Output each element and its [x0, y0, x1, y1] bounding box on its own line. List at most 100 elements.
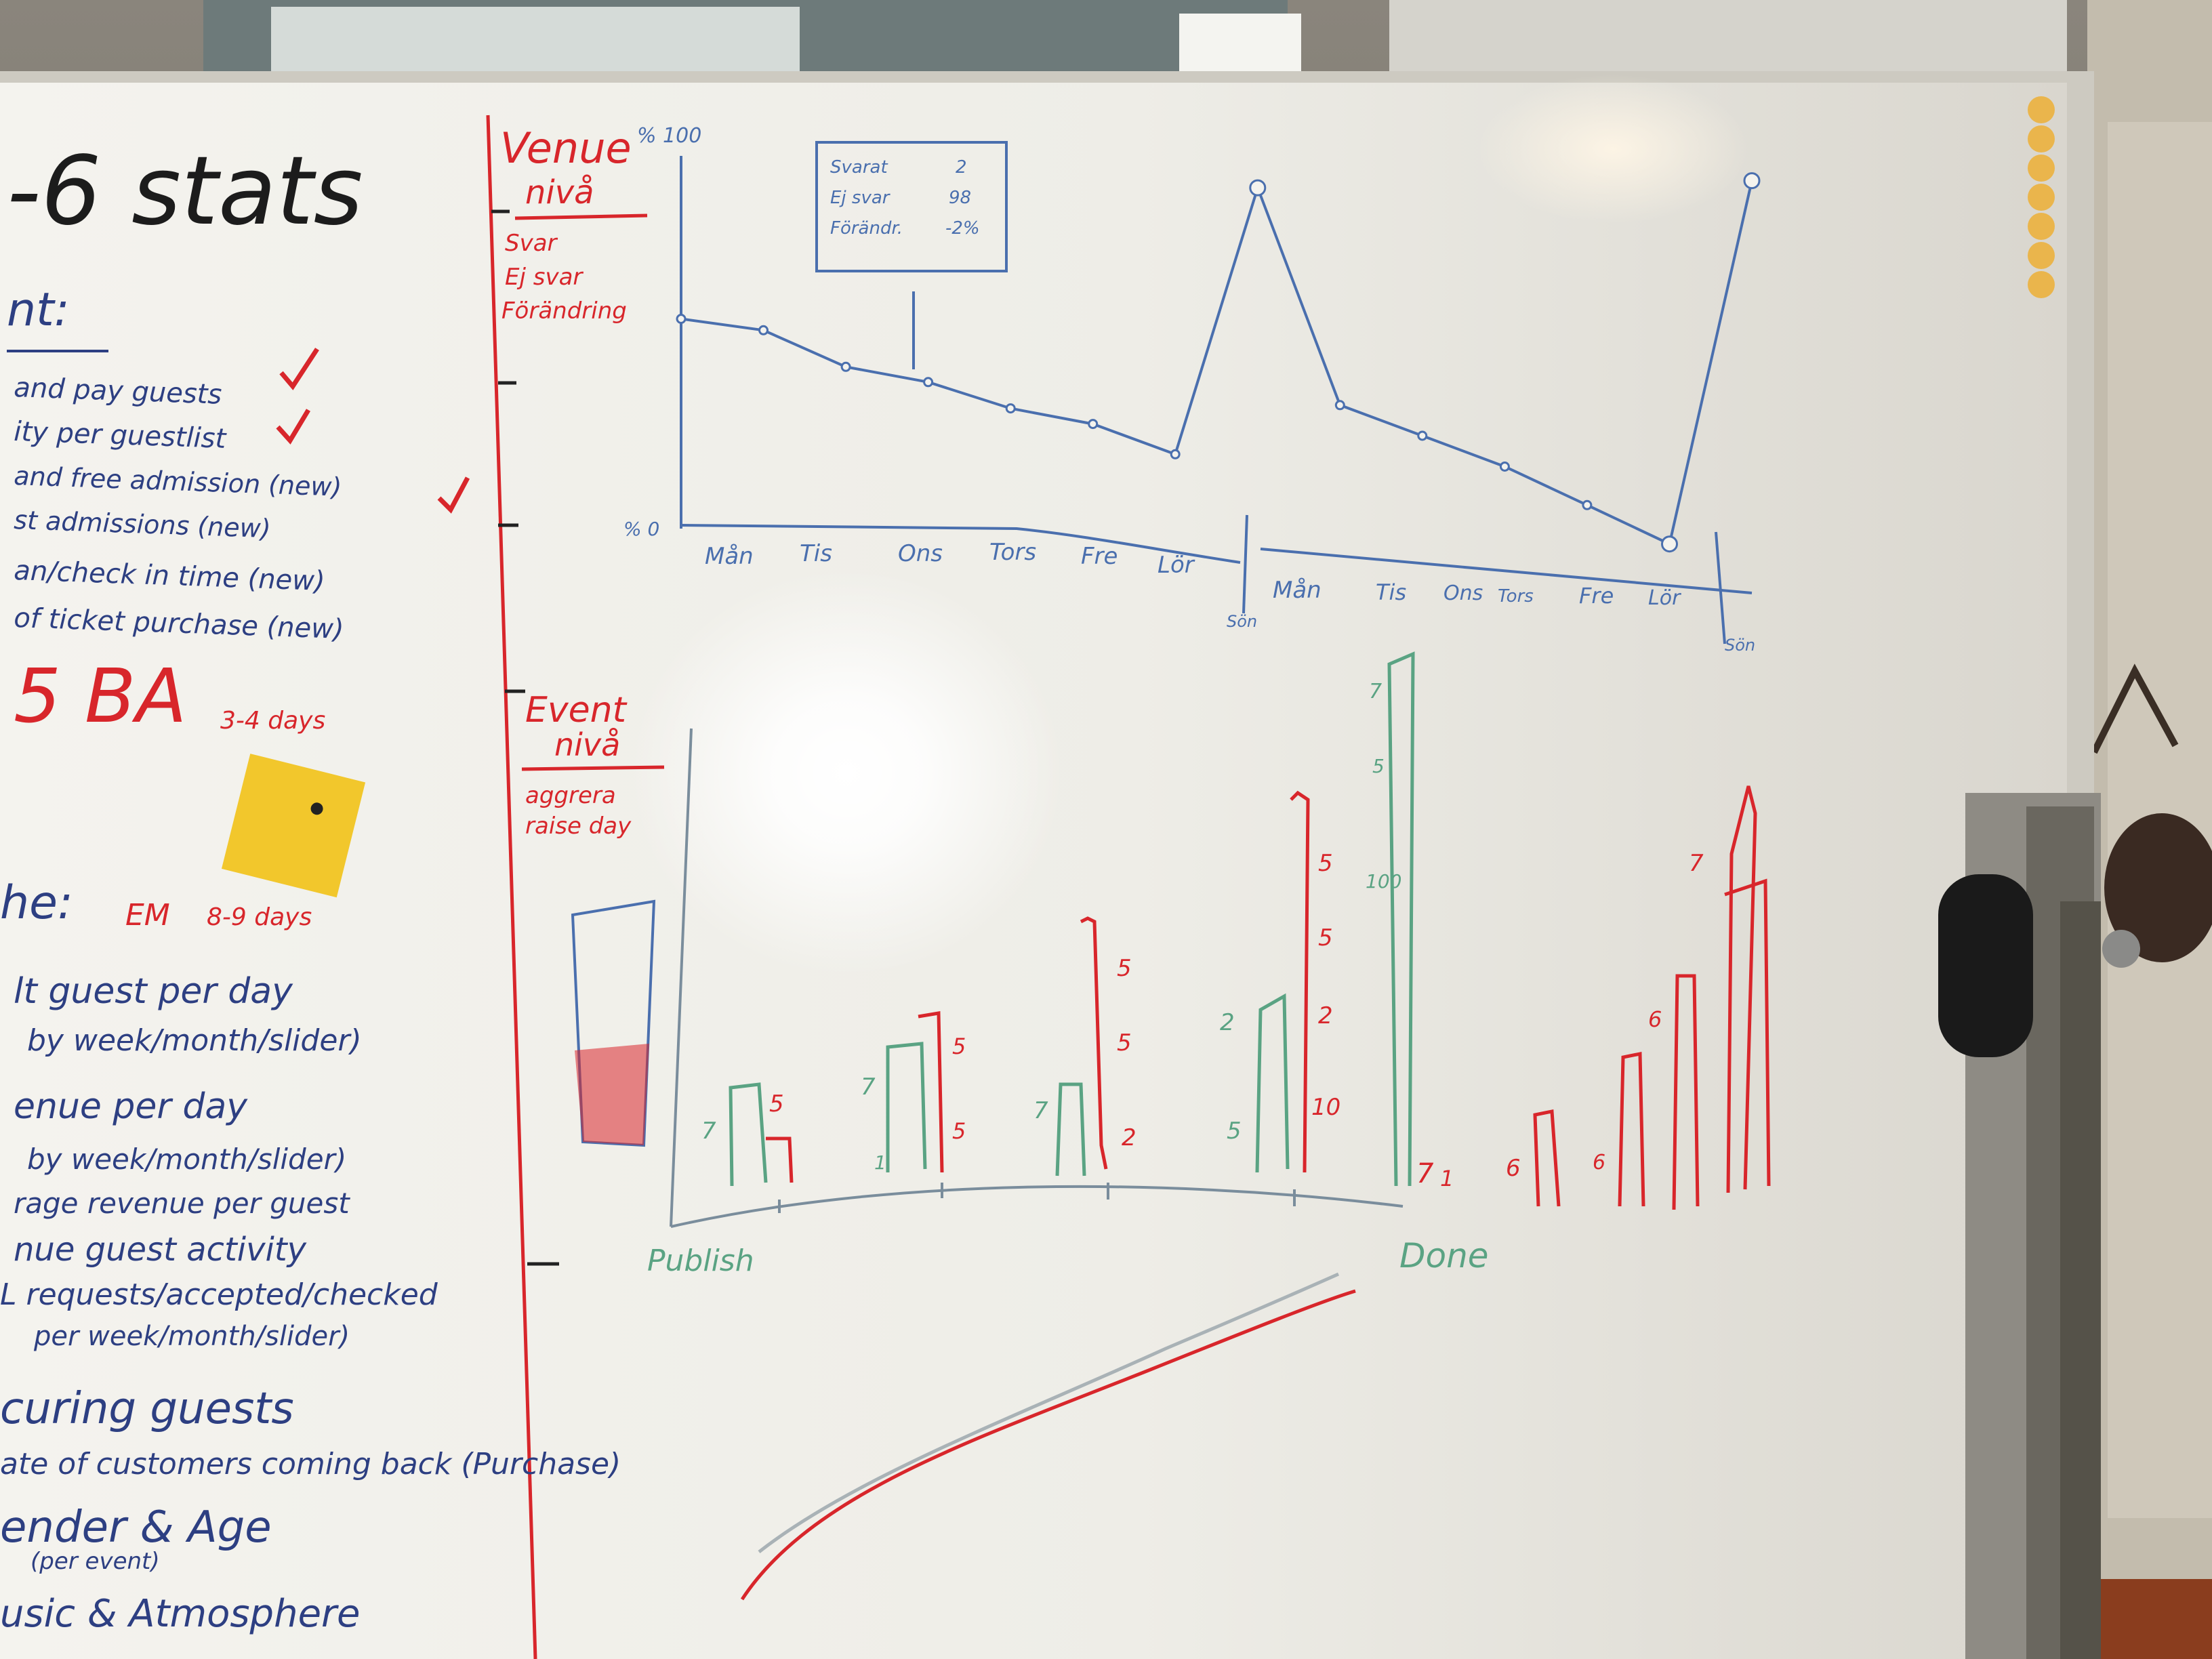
venue-data-point [1499, 462, 1510, 472]
venue-chart-axes [680, 156, 1753, 644]
bar-label: 10 [1311, 1094, 1340, 1121]
item2-line: usic & Atmosphere [0, 1592, 361, 1636]
estimate2-days: 8-9 days [207, 903, 312, 931]
bar-label: 6 [1593, 1151, 1605, 1174]
window-pane [1179, 14, 1301, 81]
bar-label: 5 [769, 1090, 784, 1118]
event-bar [1290, 790, 1310, 1173]
venue-legend-item: Förändring [501, 298, 627, 325]
bar-label: 5 [952, 1033, 966, 1059]
divider-ticks [491, 209, 559, 1266]
bar-label: 7 [1689, 850, 1704, 877]
checkmarks [276, 348, 470, 514]
venue-data-point [840, 361, 851, 372]
board-stand-post [2060, 901, 2101, 1659]
event-bar [1724, 878, 1771, 1187]
event-legend-item: raise day [525, 813, 632, 840]
board-clamp-knob [1938, 874, 2033, 1057]
x-tick-label: Fre [1579, 583, 1614, 609]
x-tick-label: Mån [705, 543, 754, 570]
venue-x-axis-labels: Mån Tis Ons Tors Fre Lör Mån Tis Ons Tor… [705, 539, 1755, 655]
section1-heading: nt: [7, 283, 70, 337]
x-tick-label: Tors [1498, 586, 1534, 607]
tooltip-value: -2% [945, 218, 980, 239]
item2-line: rage revenue per guest [14, 1187, 350, 1220]
x-tick-label: Tors [989, 539, 1036, 566]
venue-data-point [676, 314, 687, 324]
event-subtitle: nivå [554, 726, 620, 763]
venue-data-point [1661, 535, 1678, 553]
venue-title: Venue [500, 123, 632, 173]
event-chart-axes [670, 728, 1404, 1228]
bar-label: 5 [1372, 755, 1385, 777]
wall-upper [1389, 0, 2067, 85]
event-legend-bar-sketch [571, 899, 656, 1147]
tooltip-value: 98 [949, 188, 971, 208]
venue-legend-item: Svar [505, 230, 558, 257]
estimate1-label: 5 BA [14, 653, 187, 739]
item2-line: L requests/accepted/checked [0, 1277, 438, 1312]
bar-label: 100 [1366, 870, 1401, 893]
bar-label: 7 [701, 1118, 716, 1145]
venue-data-point [1582, 499, 1593, 510]
x-tick-label: Tis [1376, 579, 1406, 605]
x-tick-label: Lör [1648, 586, 1681, 610]
venue-data-point [1417, 430, 1428, 441]
item1-line: ity per guestlist [14, 416, 228, 455]
event-bar-labels: 7 5 7 5 5 7 1 2 5 5 5 2 10 5 2 5 5 7 100… [701, 680, 1704, 1191]
section2-heading: he: [0, 876, 73, 930]
sticky-note [221, 754, 366, 898]
event-section: Event nivå aggrera raise day Publish Don… [521, 651, 1771, 1278]
event-bar [1533, 1109, 1561, 1207]
week-marker: Sön [1227, 612, 1257, 631]
guitar-strap [2091, 663, 2179, 754]
venue-data-point [758, 325, 769, 335]
venue-data-point [1743, 172, 1761, 190]
item2-line: by week/month/slider) [27, 1023, 362, 1058]
x-tick-label: Ons [898, 540, 943, 567]
bar-label: 7 [1416, 1158, 1434, 1189]
event-bar [886, 1042, 927, 1172]
venue-tooltip: Svarat 2 Ej svar 98 Förändr. -2% [815, 141, 1008, 369]
tooltip-label: Ej svar [830, 188, 891, 208]
venue-data-point [1334, 400, 1345, 411]
venue-section: Venue nivå Svar Ej svar Förändring % 100… [500, 123, 1761, 655]
item2-line: curing guests [0, 1384, 294, 1434]
venue-line-chart [676, 172, 1761, 553]
item2-line: ender & Age [0, 1502, 272, 1553]
item2-line: per week/month/slider) [33, 1321, 350, 1352]
item2-line: lt guest per day [14, 971, 293, 1012]
bar-label: 5 [1117, 955, 1132, 982]
event-underline [521, 765, 665, 771]
bar-label: 1 [1440, 1166, 1454, 1191]
item1-line: and pay guests [14, 372, 222, 411]
event-bar [1672, 974, 1700, 1210]
venue-subtitle: nivå [525, 173, 594, 211]
tooltip-label: Förändr. [830, 218, 903, 239]
bar-label: 2 [1220, 1009, 1235, 1036]
bar-label: 2 [1122, 1124, 1136, 1151]
x-tick-label: Ons [1443, 581, 1483, 605]
venue-y-bottom-label: % 0 [623, 518, 659, 540]
item2-line: ate of customers coming back (Purchase) [0, 1447, 621, 1481]
magnet-strip [2028, 96, 2055, 298]
estimate1-days: 3-4 days [220, 707, 325, 735]
venue-legend-item: Ej svar [505, 264, 583, 291]
bar-label: 5 [1227, 1118, 1242, 1145]
bar-label: 7 [1369, 680, 1382, 703]
guitar [2104, 813, 2212, 962]
venue-data-point [1249, 179, 1267, 197]
venue-y-top-label: % 100 [637, 124, 701, 148]
stats-title: -6 stats [7, 136, 363, 247]
venue-series-line [680, 180, 1753, 546]
event-bars [729, 651, 1771, 1210]
bar-label: 7 [1033, 1097, 1048, 1124]
bar-label: 6 [1648, 1006, 1662, 1032]
event-bar [1055, 1082, 1086, 1176]
event-title: Event [525, 690, 628, 731]
venue-data-point [1005, 403, 1016, 414]
bar-label: 6 [1506, 1155, 1521, 1182]
bar-label: 5 [1318, 924, 1333, 951]
x-tick-label: Lör [1158, 552, 1195, 579]
event-x-start-label: Publish [647, 1244, 754, 1278]
